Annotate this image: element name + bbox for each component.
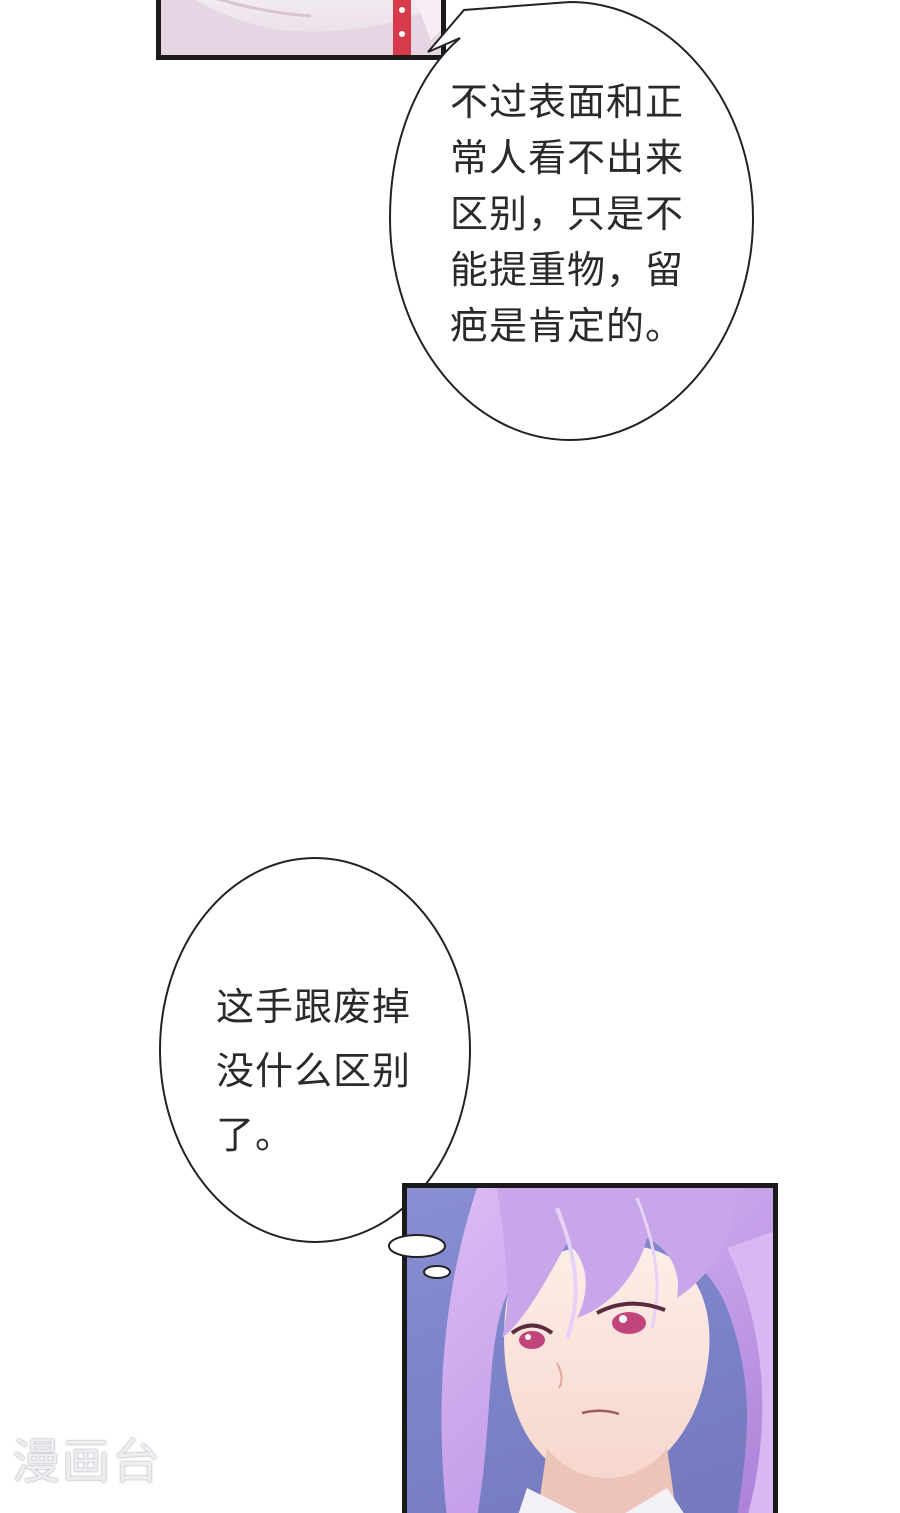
bubble-1-text: 不过表面和正 常人看不出来 区别，只是不 能提重物，留 疤是肯定的。 [450,80,685,348]
bubble-2-text: 这手跟废掉 没什么区别 了。 [216,985,412,1157]
speech-bubble-2 [159,857,471,1243]
thought-bubble-tail [388,1234,451,1279]
character-illustration [441,1188,773,1513]
character-panel [402,1183,778,1513]
watermark-logo: 漫画台 [12,1434,163,1490]
top-panel-art [161,0,441,55]
speech-bubble-1 [388,0,755,442]
top-panel-fragment [156,0,446,60]
